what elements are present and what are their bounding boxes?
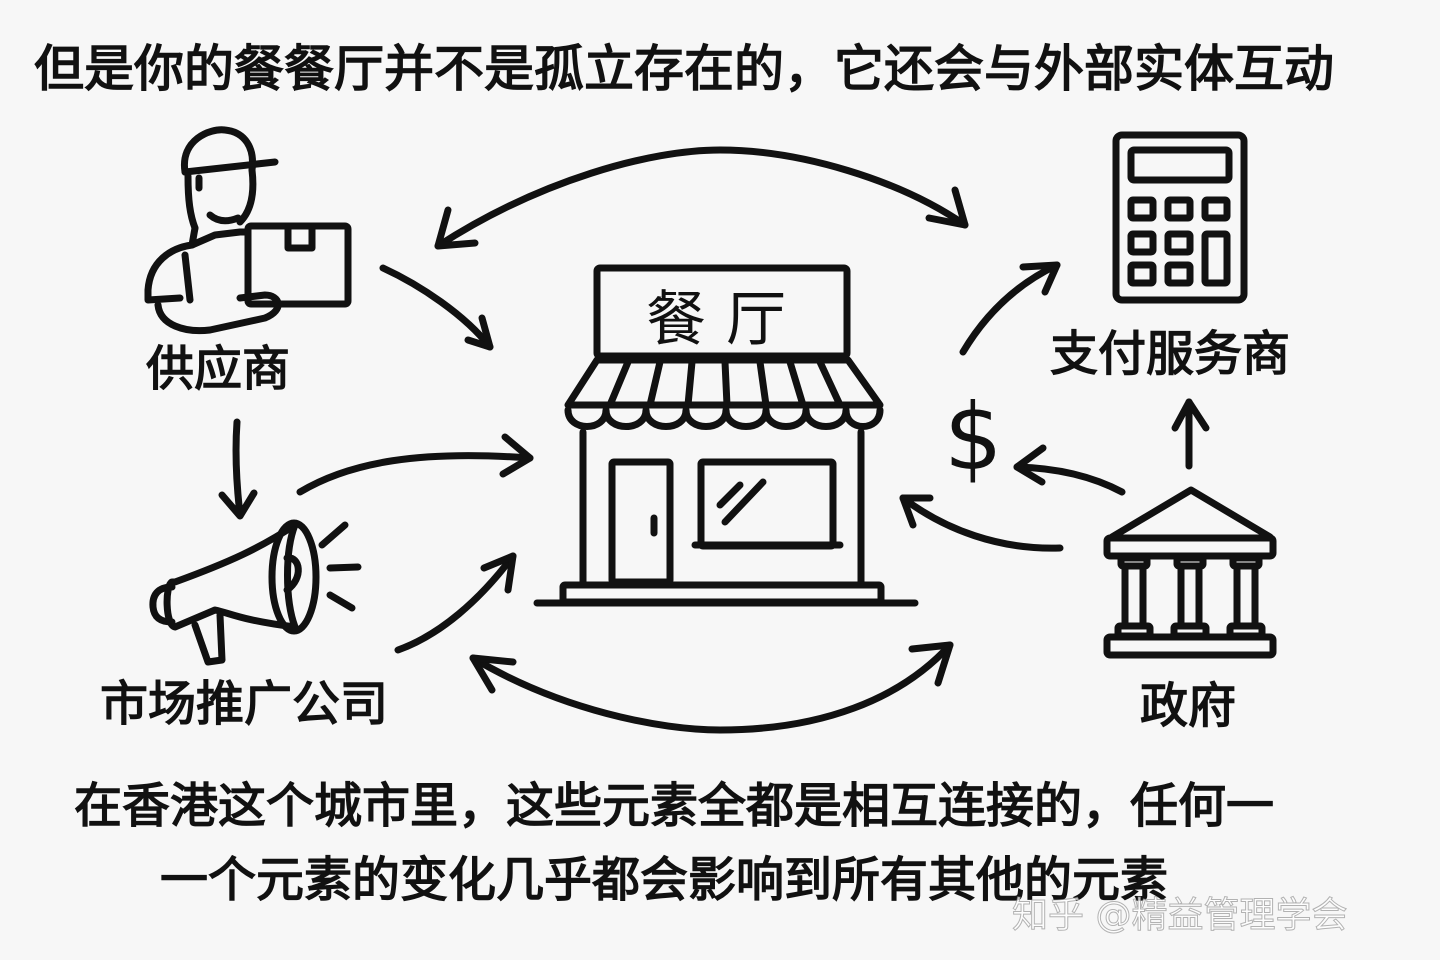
arrow-government-to-money [1013,444,1126,496]
arrow-bottom-bidirectional [469,641,954,734]
marketing-label: 市场推广公司 [100,676,389,732]
arrow-government-to-payment [1171,398,1210,470]
page-title: 但是你的餐餐厅并不是孤立存在的，它还会与外部实体互动 [34,40,1334,98]
government-label: 政府 [1140,678,1237,734]
delivery-person-icon [144,126,352,335]
arrow-top-bidirectional [434,146,969,250]
arrow-restaurant-to-payment [959,261,1061,356]
arrow-marketing-to-restaurant-lower [394,552,517,654]
caption-line-2: 一个元素的变化几乎都会影响到所有其他的元素 [160,852,1169,908]
caption-line-1: 在香港这个城市里，这些元素全都是相互连接的，任何一 [74,778,1275,834]
arrow-marketing-to-restaurant-upper [296,433,534,496]
payment-provider-label: 支付服务商 [1050,326,1291,382]
supplier-label: 供应商 [146,341,291,397]
storefront-icon [533,264,919,607]
arrow-supplier-to-restaurant [379,264,494,351]
calculator-icon [1112,131,1248,304]
dollar-sign-icon: $ [944,384,1003,491]
arrow-government-to-restaurant [899,494,1064,552]
restaurant-sign-text: 餐厅 [646,285,806,355]
megaphone-icon [149,519,362,666]
watermark: 知乎 @精益管理学会 [1011,895,1348,937]
arrow-supplier-to-marketing [218,418,258,520]
government-building-icon [1103,486,1277,659]
